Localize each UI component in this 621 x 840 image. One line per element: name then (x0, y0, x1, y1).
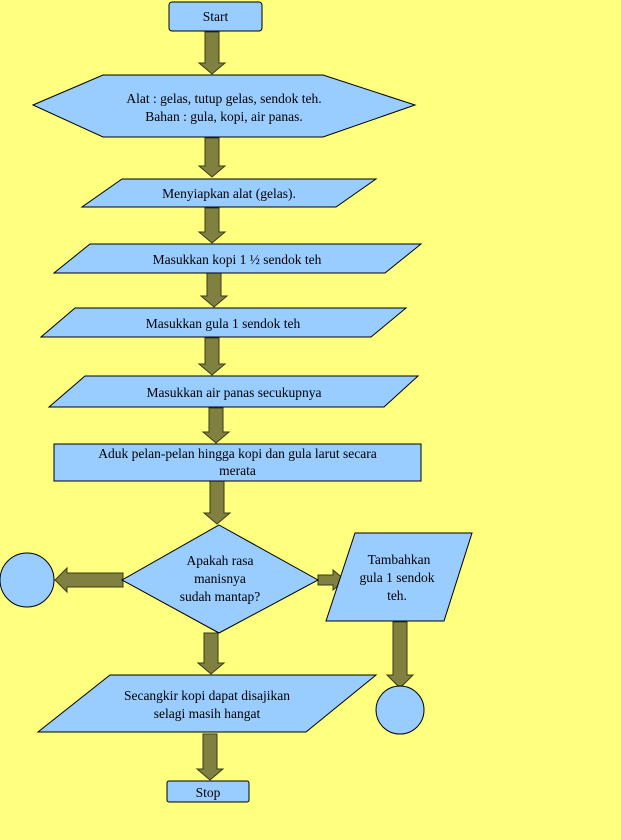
preparation-hexagon: Alat : gelas, tutup gelas, sendok teh. B… (31, 74, 417, 138)
arrow-decision-to-connector-left (54, 566, 124, 594)
add-sugar-line-3: teh. (387, 588, 407, 603)
start-terminal: Start (168, 1, 263, 32)
step-3-label: Masukkan gula 1 sendok teh (146, 316, 301, 331)
process-line-1: Aduk pelan-pelan hingga kopi dan gula la… (98, 446, 377, 461)
decision-line-3: sudah mantap? (180, 589, 261, 604)
prep-line-1: Alat : gelas, tutup gelas, sendok teh. (126, 91, 321, 106)
arrow-decision-to-serve (196, 632, 226, 675)
arrow-add-sugar-to-connector-right (385, 621, 415, 689)
add-sugar-parallelogram: Tambahkan gula 1 sendok teh. (325, 532, 473, 622)
connector-circle-left (0, 552, 55, 608)
add-sugar-line-1: Tambahkan (368, 552, 431, 567)
connector-circle-right (375, 685, 425, 735)
stop-terminal: Stop (166, 780, 250, 803)
serve-line-1: Secangkir kopi dapat disajikan (124, 688, 290, 703)
arrow-serve-to-stop (195, 733, 225, 781)
arrow-process-to-decision (202, 480, 232, 525)
step-1-label: Menyiapkan alat (gelas). (162, 186, 296, 201)
decision-line-2: manisnya (194, 571, 246, 586)
serve-parallelogram: Secangkir kopi dapat disajikan selagi ma… (36, 674, 378, 733)
decision-diamond: Apakah rasa manisnya sudah mantap? (120, 524, 320, 634)
arrow-step4-to-process (201, 407, 231, 444)
decision-line-1: Apakah rasa (186, 553, 253, 568)
step-4-label: Masukkan air panas secukupnya (146, 385, 321, 400)
prep-line-2: Bahan : gula, kopi, air panas. (145, 109, 302, 124)
step-4-parallelogram: Masukkan air panas secukupnya (47, 375, 420, 408)
step-2-label: Masukkan kopi 1 ½ sendok teh (153, 252, 322, 267)
add-sugar-line-2: gula 1 sendok (360, 570, 435, 585)
process-rectangle: Aduk pelan-pelan hingga kopi dan gula la… (53, 443, 422, 482)
stop-label: Stop (196, 785, 221, 800)
arrow-start-to-prep (197, 31, 227, 75)
step-3-parallelogram: Masukkan gula 1 sendok teh (39, 307, 408, 338)
serve-line-2: selagi masih hangat (154, 706, 261, 721)
start-label: Start (203, 9, 229, 24)
arrow-prep-to-step1 (197, 137, 227, 178)
process-line-2: merata (219, 463, 256, 478)
arrow-step1-to-step2 (197, 207, 227, 244)
step-1-parallelogram: Menyiapkan alat (gelas). (80, 178, 378, 208)
arrow-step2-to-step3 (199, 272, 229, 308)
step-2-parallelogram: Masukkan kopi 1 ½ sendok teh (52, 243, 423, 274)
arrow-step3-to-step4 (197, 337, 227, 376)
